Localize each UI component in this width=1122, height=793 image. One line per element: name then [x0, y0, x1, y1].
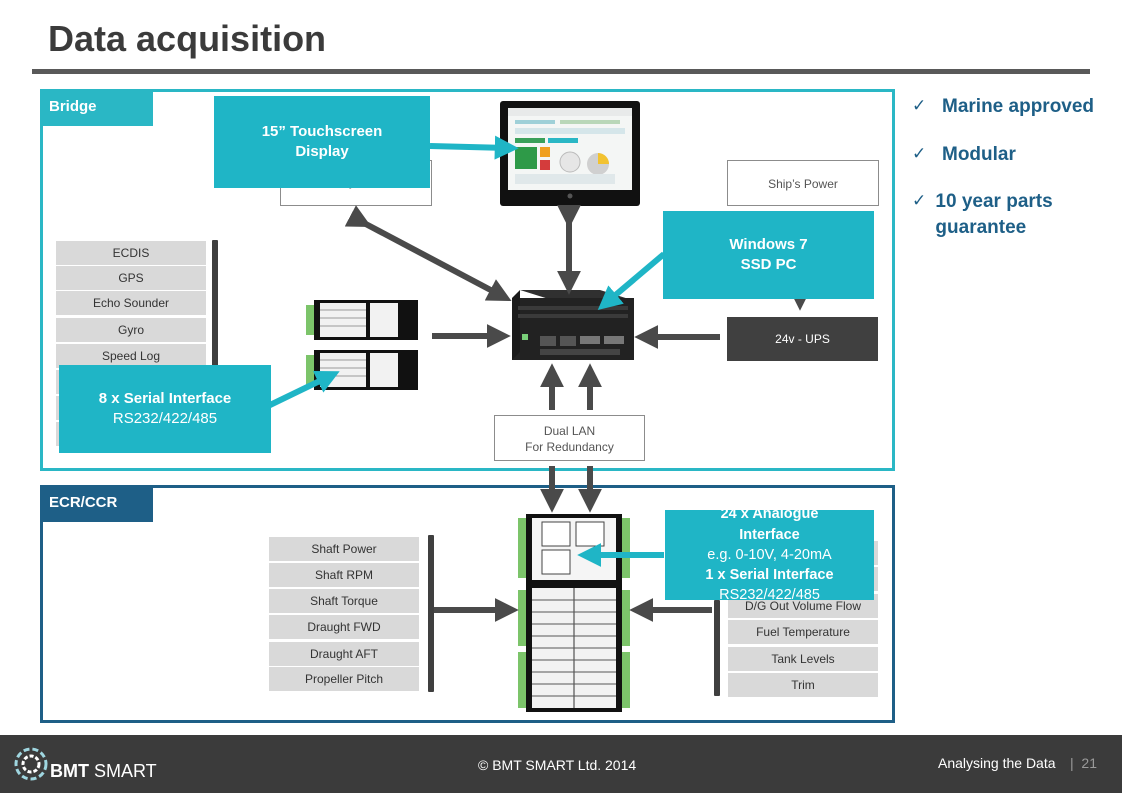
copyright: © BMT SMART Ltd. 2014	[478, 757, 637, 773]
dual-lan-box: Dual LAN For Redundancy	[494, 415, 645, 461]
feature-item: ✓ 10 year parts guarantee	[912, 189, 1102, 240]
ups-box: 24v - UPS	[727, 317, 878, 361]
brand-name: BMT SMART	[50, 761, 157, 781]
page-number: | 21	[1070, 755, 1097, 771]
dual-lan-line2: For Redundancy	[525, 440, 614, 454]
check-icon: ✓	[912, 96, 927, 116]
bridge-signal-bus	[212, 240, 218, 445]
signal-trim: Trim	[728, 673, 878, 697]
signal-gps: GPS	[56, 266, 206, 290]
feature-list: ✓ Marine approved ✓ Modular ✓ 10 year pa…	[912, 94, 1102, 263]
check-icon: ✓	[912, 191, 927, 212]
serial-interface-modules	[306, 300, 418, 390]
signal-gyro: Gyro	[56, 318, 206, 342]
ships-power-box: Ship’s Power	[727, 160, 879, 206]
ecr-right-bus	[714, 600, 720, 696]
signal-speed-log: Speed Log	[56, 344, 206, 368]
section-name: Analysing the Data	[938, 755, 1056, 771]
callout-arrow-pc	[597, 251, 666, 310]
bmt-logo-icon	[14, 747, 48, 781]
callout-serial: 8 x Serial Interface RS232/422/485	[59, 365, 271, 453]
feature-item: ✓ Marine approved	[912, 94, 1102, 120]
callout-touchscreen: 15” Touchscreen Display	[214, 96, 430, 188]
callout-pc: Windows 7 SSD PC	[663, 211, 874, 299]
ecr-left-bus	[428, 535, 434, 692]
analogue-interface-rack	[518, 514, 630, 712]
ecr-panel	[40, 485, 895, 723]
arrow-display-pc	[344, 205, 512, 302]
signal-echo-sounder: Echo Sounder	[56, 291, 206, 315]
page-title: Data acquisition	[48, 18, 327, 59]
signal-shaft-power: Shaft Power	[269, 537, 419, 561]
pc-unit	[512, 290, 634, 360]
dual-lan-line1: Dual LAN	[543, 424, 596, 438]
signal-draught-fwd: Draught FWD	[269, 615, 419, 639]
signal-shaft-rpm: Shaft RPM	[269, 563, 419, 587]
signal-shaft-torque: Shaft Torque	[269, 589, 419, 613]
signal-propeller-pitch: Propeller Pitch	[269, 667, 419, 691]
touchscreen-monitor	[500, 101, 640, 206]
feature-item: ✓ Modular	[912, 142, 1102, 168]
ecr-tag: ECR/CCR	[40, 485, 153, 522]
callout-arrow-touchscreen	[429, 135, 519, 160]
signal-ecdis: ECDIS	[56, 241, 206, 265]
title-divider	[32, 69, 1090, 74]
callout-analogue: 24 x Analogue Interface e.g. 0-10V, 4-20…	[665, 510, 874, 600]
signal-draught-aft: Draught AFT	[269, 642, 419, 666]
signal-tank-levels: Tank Levels	[728, 647, 878, 671]
footer-bar: BMT SMART © BMT SMART Ltd. 2014 Analysin…	[0, 735, 1122, 793]
signal-fuel-temperature: Fuel Temperature	[728, 620, 878, 644]
callout-arrow-serial	[266, 370, 340, 409]
check-icon: ✓	[912, 143, 927, 164]
bridge-tag: Bridge	[40, 89, 153, 126]
bridge-panel	[40, 89, 895, 471]
